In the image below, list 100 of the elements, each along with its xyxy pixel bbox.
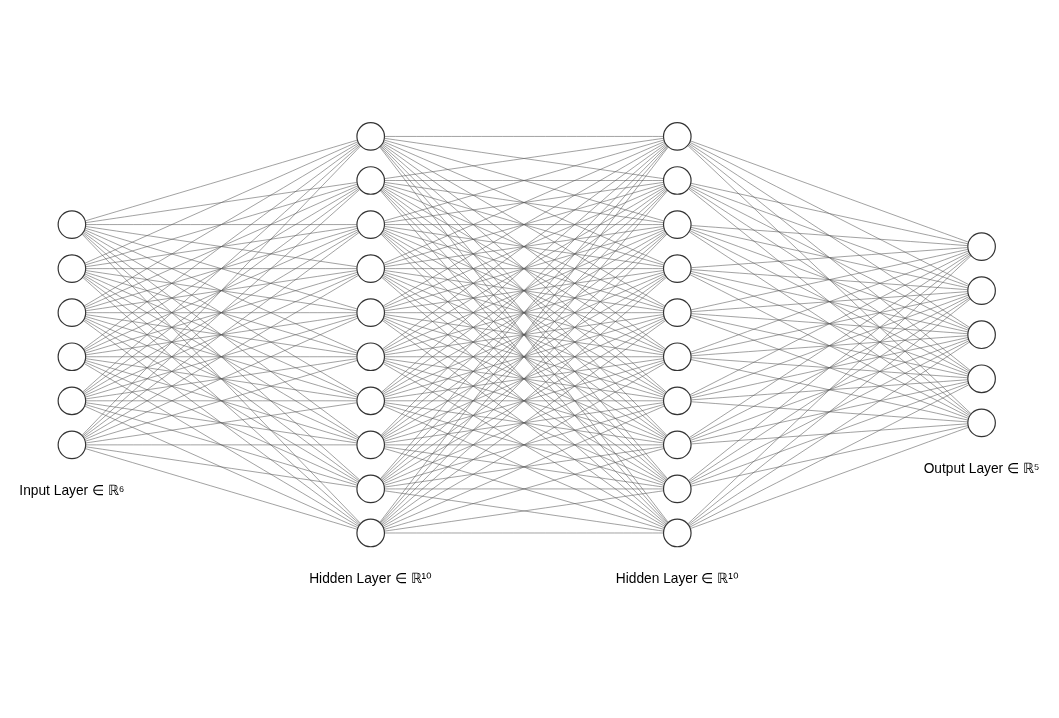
connector (382, 143, 666, 349)
connector (382, 231, 666, 437)
connector (384, 267, 664, 269)
connector (688, 254, 971, 481)
connector (690, 316, 969, 419)
connector (84, 359, 358, 441)
connector (84, 227, 358, 309)
connector (84, 271, 358, 353)
connector (83, 275, 360, 481)
node-circle (57, 297, 87, 327)
connector (83, 318, 359, 482)
connector (690, 246, 968, 268)
connector (687, 144, 972, 414)
connector (85, 446, 357, 487)
connector (84, 139, 358, 221)
connector (85, 269, 357, 311)
connector (690, 224, 968, 246)
node-circle (57, 253, 87, 283)
connector (690, 290, 968, 312)
connector (690, 424, 969, 486)
connector (382, 187, 666, 393)
node-circle (662, 253, 692, 283)
connector (689, 252, 971, 438)
connector (85, 357, 357, 399)
node-circle (967, 407, 996, 437)
connector (384, 135, 664, 137)
node-circle (356, 518, 386, 547)
connector (384, 179, 664, 181)
connector (84, 447, 358, 530)
connector (85, 313, 357, 355)
connector (382, 319, 666, 525)
node-circle (662, 121, 692, 151)
connector (383, 317, 665, 440)
connector (84, 273, 359, 396)
node-circle (662, 430, 692, 459)
connector (690, 226, 969, 288)
connector (382, 362, 666, 527)
connector (690, 382, 969, 485)
node-circle (356, 121, 386, 151)
connector (384, 269, 664, 311)
connector (84, 403, 358, 485)
connector (689, 229, 970, 373)
connector (84, 315, 358, 397)
connector (81, 233, 361, 524)
connector (83, 187, 360, 393)
connector (85, 355, 358, 357)
connector (384, 444, 664, 445)
node-circle (57, 341, 87, 371)
node-circle (967, 363, 996, 393)
connector (383, 184, 665, 308)
connector (384, 225, 664, 267)
node-circle (967, 319, 996, 349)
connector (384, 183, 665, 265)
connector (689, 141, 970, 285)
node-circle (967, 231, 996, 261)
connector (690, 248, 969, 310)
connector (382, 275, 666, 481)
connector (689, 187, 971, 372)
connector (85, 400, 358, 401)
connector (82, 276, 361, 524)
node-circle (356, 430, 386, 459)
connector (85, 444, 358, 445)
node-circle (662, 341, 692, 371)
node-circle (356, 385, 386, 415)
connector (689, 295, 970, 439)
connector (384, 490, 664, 531)
connector (687, 254, 972, 524)
connector (83, 143, 360, 349)
connector (83, 274, 359, 438)
connector (383, 228, 665, 352)
connector (82, 188, 361, 436)
connector (84, 405, 359, 528)
connector (689, 251, 970, 395)
node-circle (662, 209, 692, 239)
node-circle (356, 297, 386, 327)
connector (84, 317, 359, 440)
connector (85, 267, 358, 269)
connector (84, 229, 359, 352)
connector (384, 400, 664, 401)
label: Hidden Layer ∈ ℝ¹⁰ (615, 570, 739, 586)
connector (384, 355, 664, 357)
connector (690, 358, 969, 420)
connector (384, 357, 664, 399)
connector (688, 298, 971, 525)
connector (689, 273, 970, 417)
connector (82, 144, 361, 392)
connector (85, 223, 358, 225)
node-circle (662, 165, 692, 195)
connector (83, 362, 359, 527)
connector (690, 423, 968, 444)
node-circle (57, 385, 87, 415)
node-circle (57, 209, 87, 239)
connector (689, 384, 970, 527)
connector (384, 181, 664, 223)
connector (85, 401, 357, 443)
connector (690, 270, 969, 332)
connector (84, 185, 359, 308)
connector (383, 405, 665, 528)
connector (690, 184, 969, 286)
connector (384, 139, 665, 221)
